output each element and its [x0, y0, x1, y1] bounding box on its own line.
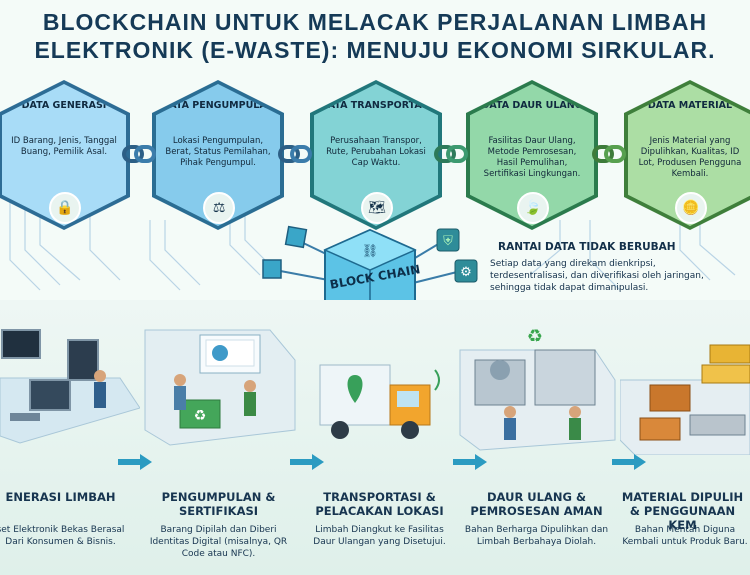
step-desc-generasi: set Elektronik Bekas Berasal Dari Konsum… [0, 525, 125, 547]
svg-text:⛨: ⛨ [443, 234, 453, 249]
hex-data-generasi: DATA GENERASI ID Barang, Jenis, Tanggal … [0, 80, 130, 230]
coins-icon: 🪙 [675, 192, 707, 224]
step-title-generasi: ENERASI LIMBAH [5, 490, 116, 504]
illustration-transport [319, 364, 440, 439]
scale-icon: ⚖ [203, 192, 235, 224]
chain-link-icon [434, 145, 468, 163]
illustration-materials [620, 344, 750, 455]
hex-desc: ID Barang, Jenis, Tanggal Buang, Pemilik… [11, 136, 117, 157]
hex-title: DATA TRANSPORTASI [319, 100, 433, 111]
hex-desc: Jenis Material yang Dipulihkan, Kualitas… [638, 136, 742, 179]
svg-text:⛓: ⛓ [362, 243, 379, 259]
shield-node-icon [436, 228, 460, 252]
svg-text:⚙: ⚙ [460, 265, 472, 280]
step-title-daur-ulang: DAUR ULANG & PEMROSESAN AMAN [470, 490, 603, 518]
hex-title: DATA GENERASI [21, 100, 107, 111]
illustration-recycling: ♻ [459, 326, 616, 451]
hex-data-daur-ulang: DATA DAUR ULANG Fasilitas Daur Ulang, Me… [466, 80, 598, 230]
blockchain-title: RANTAI DATA TIDAK BERUBAH [498, 241, 676, 253]
title-line-2: ELEKTRONIK (E-WASTE): MENUJU EKONOMI SIR… [34, 37, 716, 63]
hex-title: DATA PENGUMPULAN [161, 100, 275, 111]
chain-link-icon [122, 145, 156, 163]
hex-title: DATA DAUR ULANG [481, 100, 583, 111]
hex-desc: Perusahaan Transpor, Rute, Perubahan Lok… [326, 136, 426, 168]
hex-title: DATA MATERIAL [647, 100, 733, 111]
title-line-1: BLOCKCHAIN UNTUK MELACAK PERJALANAN LIMB… [42, 9, 708, 35]
illustration-collection: ♻ [144, 329, 296, 446]
step-desc-material: Bahan Mentah Diguna Kembali untuk Produk… [622, 525, 748, 547]
blockchain-desc: Setiap data yang direkam dienkripsi, ter… [490, 259, 704, 293]
chain-link-icon [592, 145, 626, 163]
hex-data-material: DATA MATERIAL Jenis Material yang Dipuli… [624, 80, 750, 230]
hex-data-transportasi: DATA TRANSPORTASI Perusahaan Transpor, R… [310, 80, 442, 230]
hex-desc: Lokasi Pengumpulan, Berat, Status Pemila… [165, 136, 271, 168]
gear-node-icon [454, 259, 478, 283]
step-title-transportasi: TRANSPORTASI & PELACAKAN LOKASI [315, 490, 444, 518]
flow-arrow-icon [612, 454, 646, 470]
step-desc-transportasi: Limbah Diangkut ke Fasilitas Daur Ulanga… [313, 525, 446, 547]
leaf-icon: 🍃 [517, 192, 549, 224]
flow-arrow-icon [118, 454, 152, 470]
chain-link-icon [278, 145, 312, 163]
flow-arrow-icon [290, 454, 324, 470]
illustration-generation [0, 329, 140, 444]
svg-text:♻: ♻ [194, 408, 207, 424]
step-title-pengumpulan: PENGUMPULAN & SERTIFIKASI [161, 490, 276, 518]
flow-arrow-icon [453, 454, 487, 470]
title: BLOCKCHAIN UNTUK MELACAK PERJALANAN LIMB… [0, 8, 750, 64]
step-desc-pengumpulan: Barang Dipilah dan Diberi Identitas Digi… [149, 525, 288, 559]
lock-icon: 🔒 [49, 192, 81, 224]
step-title-material: MATERIAL DIPULIH & PENGGUNAAN KEM [621, 490, 744, 532]
map-icon: 🗺 [361, 192, 393, 224]
step-desc-daur-ulang: Bahan Berharga Dipulihkan dan Limbah Ber… [464, 525, 609, 547]
hex-desc: Fasilitas Daur Ulang, Metode Pemrosesan,… [483, 136, 581, 179]
hex-data-pengumpulan: DATA PENGUMPULAN Lokasi Pengumpulan, Ber… [152, 80, 284, 230]
svg-text:♻: ♻ [527, 326, 543, 347]
